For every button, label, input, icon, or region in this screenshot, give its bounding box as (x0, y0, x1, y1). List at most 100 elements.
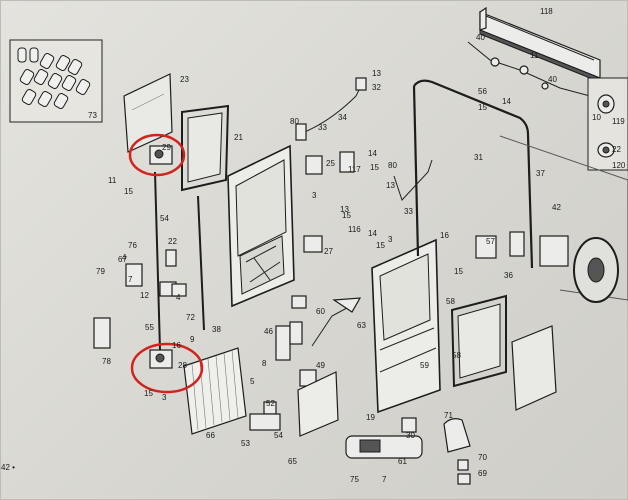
callout-label: 53 (241, 439, 250, 448)
callout-label: 28 (178, 361, 187, 370)
page-number: 42 • (1, 463, 15, 472)
callout-label: 72 (186, 313, 195, 322)
control-rod-top (299, 83, 363, 135)
callout-label: 13 (372, 69, 381, 78)
lock-parts-center (171, 151, 362, 431)
callout-label: 3 (162, 393, 167, 402)
callout-label: 7 (382, 475, 387, 484)
callout-label: 36 (504, 271, 513, 280)
callout-label: 116 (348, 225, 361, 234)
callout-label: 3 (388, 235, 393, 244)
trim-panel-lower (297, 371, 339, 437)
callout-label: 52 (266, 399, 275, 408)
door-handle-lower (345, 417, 471, 485)
callout-label: 29 (162, 143, 171, 152)
callout-label: 75 (350, 475, 359, 484)
callout-label: 54 (160, 214, 169, 223)
callout-label: 58 (452, 351, 461, 360)
callout-label: 16 (440, 231, 449, 240)
callout-label: 21 (234, 133, 243, 142)
insulation-panel (183, 347, 247, 435)
callout-label: 15 (454, 267, 463, 276)
door-shell-center (227, 144, 295, 308)
callout-label: 80 (388, 161, 397, 170)
callout-label: 31 (474, 153, 483, 162)
highlight-circle-part-28 (130, 342, 204, 394)
callout-label: 40 (548, 75, 557, 84)
callout-label: 27 (324, 247, 333, 256)
callout-label: 55 (145, 323, 154, 332)
callout-label: 117 (348, 165, 361, 174)
callout-label: 33 (318, 123, 327, 132)
callout-label: 8 (262, 359, 267, 368)
control-rod-mid (393, 159, 433, 201)
callout-label: 63 (357, 321, 366, 330)
callout-label: 59 (420, 361, 429, 370)
callout-label: 32 (372, 83, 381, 92)
callout-label: 40 (476, 33, 485, 42)
callout-label: 58 (446, 297, 455, 306)
callout-label: 69 (478, 469, 487, 478)
callout-label: 23 (180, 75, 189, 84)
callout-label: 13 (340, 205, 349, 214)
callout-label: 7 (128, 275, 133, 284)
callout-label: 66 (206, 431, 215, 440)
callout-label: 19 (366, 413, 375, 422)
callout-label: 13 (386, 181, 395, 190)
callout-label: 119 (612, 117, 625, 126)
callout-label: 120 (612, 161, 626, 170)
callout-label: 30 (406, 431, 415, 440)
callout-label: 49 (316, 361, 325, 370)
window-glass-left (123, 73, 173, 153)
callout-label: 22 (168, 237, 177, 246)
vehicle-body-right (499, 135, 628, 303)
callout-label: 15 (376, 241, 385, 250)
roof-rail-part (479, 6, 601, 83)
callout-label: 3 (312, 191, 317, 200)
callout-label: 38 (212, 325, 221, 334)
callout-label: 79 (96, 267, 105, 276)
callout-label: 14 (368, 229, 377, 238)
cable-rod-part (467, 41, 591, 97)
callout-label: 54 (274, 431, 283, 440)
hinge-detail-box (587, 77, 628, 171)
callout-label: 73 (88, 111, 97, 120)
callout-label: 42 (552, 203, 561, 212)
callout-label: 10 (592, 113, 601, 122)
callout-label: 57 (486, 237, 495, 246)
callout-label: 14 (502, 97, 511, 106)
callout-label: 33 (404, 207, 413, 216)
clip-set-box (9, 39, 103, 123)
callout-label: 15 (478, 103, 487, 112)
callout-label: 56 (478, 87, 487, 96)
rear-frame (412, 79, 534, 269)
window-seal-right (450, 294, 507, 388)
callout-label: 9 (190, 335, 195, 344)
callout-label: 4 (176, 293, 181, 302)
callout-label: 25 (326, 159, 335, 168)
callout-label: 12 (140, 291, 149, 300)
callout-label: 15 (144, 389, 153, 398)
callout-label: 14 (368, 149, 377, 158)
callout-label: 4 (122, 253, 127, 262)
callout-label: 60 (316, 307, 325, 316)
highlight-circle-part-29 (128, 133, 186, 177)
callout-label: 37 (536, 169, 545, 178)
callout-label: 22 (612, 145, 621, 154)
callout-label: 78 (102, 357, 111, 366)
lock-rod-assembly (93, 145, 205, 369)
callout-label: 71 (444, 411, 453, 420)
callout-label: 80 (290, 117, 299, 126)
callout-label: 15 (342, 211, 351, 220)
door-shell-right (371, 238, 441, 414)
callout-label: 34 (338, 113, 347, 122)
callout-label: 65 (288, 457, 297, 466)
callout-label: 67 (118, 255, 127, 264)
callout-label: 15 (124, 187, 133, 196)
callout-label: 11 (108, 176, 117, 185)
window-glass-right (511, 325, 557, 411)
callout-label: 5 (250, 377, 255, 386)
